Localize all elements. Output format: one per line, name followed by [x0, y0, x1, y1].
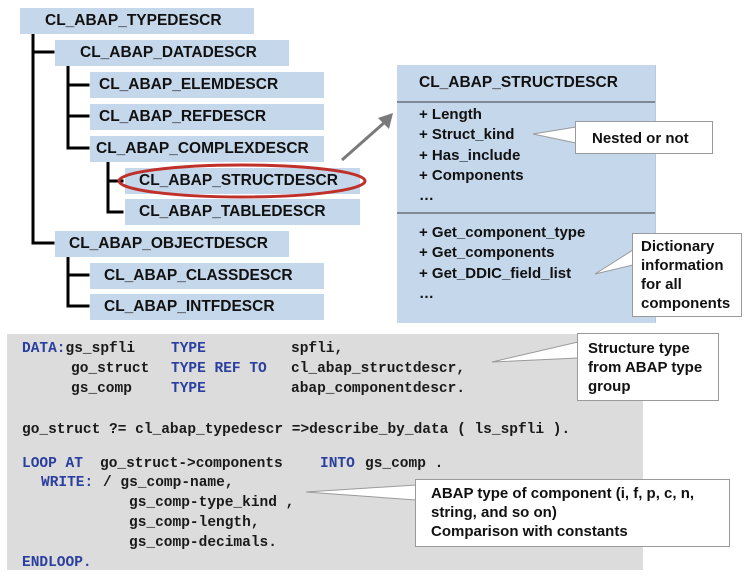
node-typedescr: CL_ABAP_TYPEDESCR [20, 8, 254, 34]
callout-text: components [641, 295, 731, 312]
uml-method: + Get_components [419, 244, 555, 262]
code-line-5-target: gs_comp . [365, 456, 444, 472]
node-intfdescr: CL_ABAP_INTFDESCR [90, 294, 324, 320]
connector-datadescr [66, 65, 90, 150]
code-line-5-expr: go_struct->components [100, 456, 283, 472]
code-line-5: LOOP AT [22, 456, 83, 472]
callout-dictionary: Dictionary information for all component… [632, 233, 742, 317]
uml-divider-methods [397, 212, 655, 214]
callout-structure-type: Structure type from ABAP type group [577, 333, 719, 401]
code-keyword: WRITE: [41, 475, 94, 491]
uml-methods: + Get_component_type + Get_components + … [419, 223, 585, 304]
node-structdescr: CL_ABAP_STRUCTDESCR [125, 168, 360, 194]
node-tabledescr: CL_ABAP_TABLEDESCR [125, 199, 360, 225]
callout-abap-type: ABAP type of component (i, f, p, c, n, s… [415, 479, 730, 547]
callout-text: string, and so on) [431, 504, 557, 521]
callout-text: Dictionary [641, 238, 715, 255]
code-line-9: gs_comp-decimals. [129, 535, 277, 551]
callout-text: Comparison with constants [431, 523, 628, 540]
uml-divider-attributes [397, 101, 655, 103]
callout-text: ABAP type of component (i, f, p, c, n, [431, 485, 695, 502]
node-elemdescr: CL_ABAP_ELEMDESCR [90, 72, 324, 98]
uml-attribute: + Length [419, 106, 482, 123]
uml-attribute: + Components [419, 166, 524, 184]
node-objectdescr: CL_ABAP_OBJECTDESCR [55, 231, 289, 257]
code-type: cl_abap_structdescr, [291, 361, 466, 377]
callout-text: information [641, 257, 724, 274]
callout-text: Nested or not [592, 130, 689, 147]
code-line-3-var: gs_comp [71, 381, 132, 397]
code-line-10: ENDLOOP. [22, 555, 92, 571]
code-keyword: INTO [320, 456, 355, 472]
code-type: spfli, [291, 341, 344, 357]
code-type: abap_componentdescr. [291, 381, 466, 397]
code-line-4: go_struct ?= cl_abap_typedescr =>describ… [22, 422, 571, 438]
uml-method: + Get_DDIC_field_list [419, 264, 572, 282]
hierarchy-connectors [31, 31, 124, 308]
code-line-8: gs_comp-length, [129, 515, 260, 531]
node-refdescr: CL_ABAP_REFDESCR [90, 104, 324, 130]
node-complexdescr: CL_ABAP_COMPLEXDESCR [90, 136, 324, 162]
code-keyword: TYPE [171, 381, 206, 397]
connector-complexdescr [106, 161, 124, 214]
uml-attribute: … [419, 187, 434, 205]
uml-class-title: CL_ABAP_STRUCTDESCR [419, 74, 618, 91]
uml-method: + Get_component_type [419, 224, 586, 241]
code-line-2-var: go_struct [71, 361, 150, 377]
callout-nested: Nested or not [575, 121, 713, 154]
connector-root [31, 31, 55, 245]
callout-text: group [588, 378, 631, 395]
callout-text: Structure type [588, 340, 690, 357]
uml-attribute: + Has_include [419, 146, 521, 164]
code-keyword: TYPE [171, 341, 206, 357]
uml-attributes: + Length + Struct_kind + Has_include + C… [419, 105, 524, 206]
node-classdescr: CL_ABAP_CLASSDESCR [90, 263, 324, 289]
uml-class-box: CL_ABAP_STRUCTDESCR + Length + Struct_ki… [397, 65, 656, 323]
connector-objectdescr [66, 255, 90, 308]
code-line-6: / gs_comp-name, [103, 475, 234, 491]
callout-text: for all [641, 276, 682, 293]
code-line-7: gs_comp-type_kind , [129, 495, 295, 511]
code-keyword: TYPE REF TO [171, 361, 267, 377]
code-line-1: DATA:gs_spfli [22, 341, 136, 357]
uml-method: … [419, 284, 434, 302]
uml-attribute: + Struct_kind [419, 126, 515, 144]
node-datadescr: CL_ABAP_DATADESCR [55, 40, 289, 66]
callout-text: from ABAP type [588, 359, 703, 376]
